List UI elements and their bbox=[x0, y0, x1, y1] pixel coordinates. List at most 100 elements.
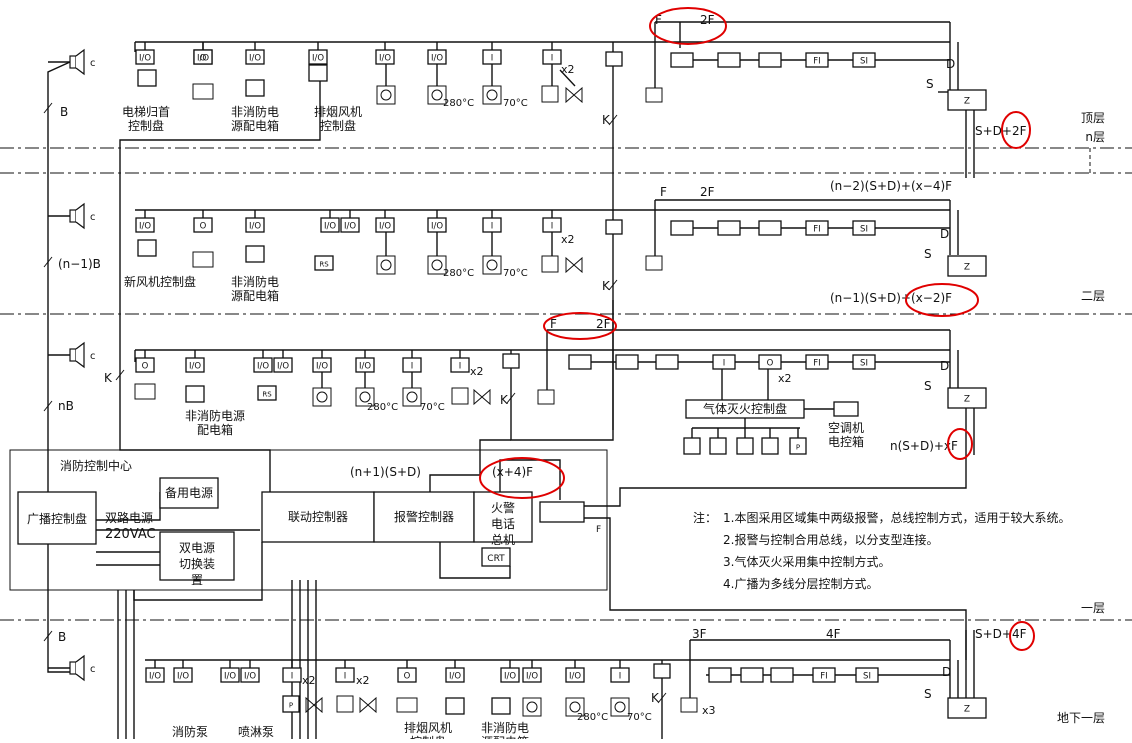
detector-box bbox=[708, 667, 732, 683]
module-code: FI bbox=[813, 57, 820, 67]
label-line: 非消防电 bbox=[481, 720, 529, 735]
bus-label: B bbox=[60, 105, 68, 119]
module-box bbox=[240, 667, 260, 683]
module-code: I bbox=[344, 672, 347, 682]
nonfire-power-label: 非消防电源配电箱 bbox=[481, 720, 529, 739]
module-box bbox=[135, 217, 155, 233]
phone-icon bbox=[537, 389, 555, 405]
module-box bbox=[565, 667, 585, 683]
module-box bbox=[427, 49, 447, 65]
label-line: 非消防电 bbox=[231, 274, 279, 289]
damper-70-icon bbox=[482, 85, 502, 105]
module-code: RS bbox=[319, 261, 329, 269]
module-box bbox=[193, 49, 213, 65]
label-line: 电话 bbox=[491, 517, 515, 531]
gas-device-box bbox=[709, 437, 727, 455]
module-box bbox=[320, 217, 340, 233]
speaker-icon bbox=[69, 348, 77, 362]
module-code: I bbox=[459, 362, 462, 372]
valve-icon bbox=[359, 696, 377, 714]
speaker-circuit-label: c bbox=[90, 58, 96, 69]
label-line: 非消防电源 bbox=[185, 408, 245, 423]
fresh-air-panel-label: 新风机控制盘 bbox=[124, 274, 196, 289]
annotation-circle bbox=[649, 7, 727, 45]
gas-panel-label: 气体灭火控制盘 bbox=[703, 401, 787, 416]
module-box bbox=[355, 357, 375, 373]
zone-box bbox=[947, 89, 987, 111]
label-line: 空调机 bbox=[828, 421, 864, 435]
device-box bbox=[185, 385, 205, 403]
bus-label: 3F bbox=[692, 627, 707, 641]
damper-icon bbox=[312, 387, 332, 407]
bus-label: 2F bbox=[700, 185, 715, 199]
wire bbox=[119, 78, 321, 440]
label-line: 控制盘 bbox=[410, 734, 446, 739]
module-code: FI bbox=[813, 359, 820, 369]
bus-label: (n−1)B bbox=[58, 257, 101, 271]
detector-box bbox=[655, 354, 679, 370]
detector-box bbox=[805, 354, 829, 370]
switch-icon bbox=[541, 85, 559, 103]
damper-icon bbox=[359, 391, 371, 403]
valve-icon bbox=[473, 388, 491, 406]
multiplier-label: x2 bbox=[561, 233, 575, 246]
rs-box bbox=[257, 385, 277, 401]
riser-formula: (n−2)(S+D)+(x−4)F bbox=[830, 179, 952, 193]
floor-label: 地下一层 bbox=[1057, 711, 1105, 725]
damper-280-icon bbox=[427, 85, 447, 105]
bus-label: D bbox=[940, 227, 949, 241]
wire bbox=[584, 455, 967, 507]
bell-icon bbox=[192, 83, 214, 100]
module-code: I/O bbox=[249, 54, 261, 64]
module-code: O bbox=[767, 359, 774, 369]
dual-supply-label: 双路电源 bbox=[105, 510, 153, 525]
damper-icon bbox=[406, 391, 418, 403]
module-code: I/O bbox=[139, 54, 151, 64]
module-code: I/O bbox=[359, 362, 371, 372]
crt-box bbox=[481, 547, 511, 567]
voltage-label: 220VAC bbox=[105, 527, 156, 542]
rs-box bbox=[314, 255, 334, 271]
detector-box bbox=[852, 354, 876, 370]
module-box bbox=[445, 667, 465, 683]
speaker-icon bbox=[75, 654, 85, 682]
module-code: I/O bbox=[526, 672, 538, 682]
detector-box bbox=[758, 354, 782, 370]
module-box bbox=[220, 667, 240, 683]
label-line: 新风机控制盘 bbox=[124, 274, 196, 289]
module-box bbox=[145, 667, 165, 683]
damper-icon bbox=[610, 697, 630, 717]
floor-label: 二层 bbox=[1081, 289, 1105, 303]
damper-280-icon bbox=[431, 89, 443, 101]
module-code: I/O bbox=[177, 672, 189, 682]
label-line: 电梯归首 bbox=[122, 105, 170, 119]
isolator-box bbox=[605, 51, 623, 67]
detector-box bbox=[740, 667, 764, 683]
zone-box bbox=[947, 255, 987, 277]
detector-box bbox=[615, 354, 639, 370]
module-code: Z bbox=[964, 395, 970, 405]
module-code: O bbox=[200, 222, 207, 232]
phone-host-label: 火警电话总机 bbox=[491, 500, 515, 547]
temp-label: 70°C bbox=[503, 98, 528, 109]
module-code: SI bbox=[860, 359, 868, 369]
module-code: I bbox=[551, 222, 554, 232]
wire bbox=[439, 542, 511, 579]
label-line: 控制盘 bbox=[320, 118, 356, 133]
module-code: SI bbox=[863, 672, 871, 682]
floor-label: n层 bbox=[1085, 130, 1105, 144]
linkage-controller-label: 联动控制器 bbox=[288, 510, 348, 524]
valve-icon bbox=[565, 86, 583, 104]
bus-label: K bbox=[104, 371, 113, 385]
module-box bbox=[273, 357, 293, 373]
speaker-icon bbox=[69, 209, 77, 223]
bus-label: K bbox=[651, 691, 660, 705]
nonfire-power-label: 非消防电源配电箱 bbox=[185, 408, 245, 437]
damper-icon bbox=[614, 701, 626, 713]
device-box bbox=[245, 245, 265, 263]
label-line: 控制盘 bbox=[128, 118, 164, 133]
broadcast-panel-box bbox=[17, 491, 97, 545]
note-item: 3.气体灭火采用集中控制方式。 bbox=[723, 554, 890, 569]
device-box bbox=[137, 239, 157, 257]
